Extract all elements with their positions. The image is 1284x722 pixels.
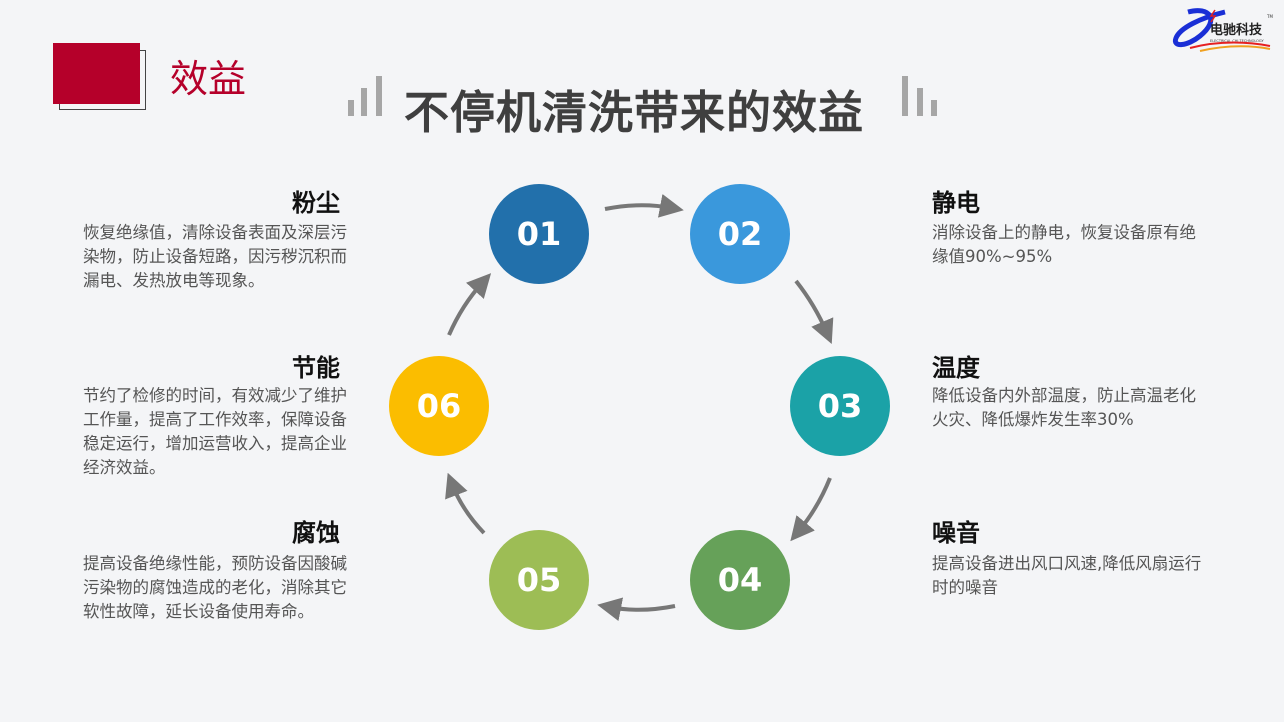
heading-dust: 粉尘 [292,189,340,217]
desc-noise: 提高设备进出风口风速,降低风扇运行时的噪音 [932,554,1202,597]
heading-noise: 噪音 [932,519,980,547]
heading-corrosion: 腐蚀 [292,519,340,547]
step-circle-02: 02 [690,184,790,284]
title-deco-bar [361,88,367,116]
title-deco-bar [376,76,382,116]
step-circle-04: 04 [690,530,790,630]
section-label: 效益 [170,57,247,101]
desc-static: 消除设备上的静电，恢复设备原有绝缘值90%~95% [932,223,1196,266]
arrow-01-02 [604,193,684,218]
desc-corrosion: 提高设备绝缘性能，预防设备因酸碱污染物的腐蚀造成的老化，消除其它软性故障，延长设… [83,554,347,621]
title-deco-bar [902,76,908,116]
step-circle-06: 06 [389,356,489,456]
desc-dust: 恢复绝缘值，清除设备表面及深层污染物，防止设备短路，因污秽沉积而漏电、发热放电等… [83,223,347,290]
company-logo: 电驰科技 ELECTRICAL CHI TECHNOLOGY TM [1170,2,1280,58]
step-circle-05: 05 [489,530,589,630]
heading-energy: 节能 [292,354,340,382]
arrow-03-04 [790,477,832,542]
title-deco-bar [931,100,937,116]
svg-text:TM: TM [1266,14,1273,19]
heading-static: 静电 [932,189,980,217]
desc-energy: 节约了检修的时间，有效减少了维护工作量，提高了工作效率，保障设备稳定运行，增加运… [83,386,347,477]
arrow-02-03 [794,279,834,345]
arrow-06-01 [447,273,492,336]
arrow-05-06 [445,472,486,535]
page-title: 不停机清洗带来的效益 [404,86,865,139]
step-circle-01: 01 [489,184,589,284]
svg-text:ELECTRICAL CHI TECHNOLOGY: ELECTRICAL CHI TECHNOLOGY [1210,39,1264,43]
step-circle-03: 03 [790,356,890,456]
desc-temperature: 降低设备内外部温度，防止高温老化火灾、降低爆炸发生率30% [932,386,1196,429]
title-deco-bar [348,100,354,116]
section-marker [53,43,140,104]
logo-text: 电驰科技 [1210,22,1263,38]
title-deco-bar [917,88,923,116]
heading-temperature: 温度 [932,354,980,382]
arrow-04-05 [597,597,676,622]
